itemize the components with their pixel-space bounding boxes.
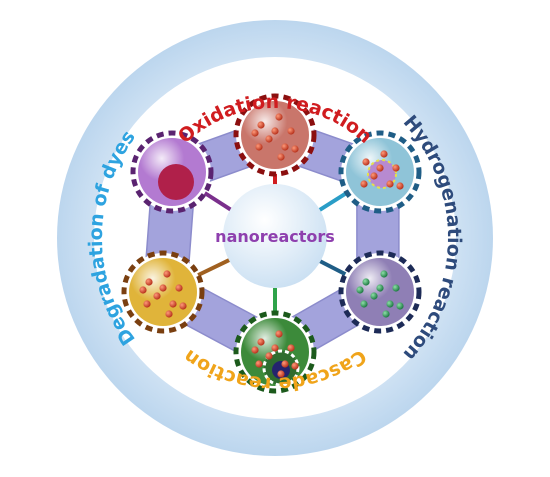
catalyst-bead: [255, 143, 263, 151]
catalyst-bead: [265, 352, 273, 360]
catalyst-bead: [281, 360, 289, 368]
catalyst-bead: [281, 143, 289, 151]
catalyst-bead: [251, 129, 259, 137]
catalyst-bead: [163, 270, 171, 278]
catalyst-bead: [143, 300, 151, 308]
catalyst-bead: [271, 127, 279, 135]
catalyst-bead: [376, 164, 384, 172]
nanoreactor-top: [233, 93, 317, 177]
nanoreactor-group: [121, 93, 422, 394]
catalyst-bead: [251, 346, 259, 354]
catalyst-bead: [380, 150, 388, 158]
center-label: nanoreactors: [215, 227, 335, 246]
catalyst-bead: [360, 180, 368, 188]
connector-lower-left: [196, 257, 231, 278]
catalyst-bead: [257, 121, 265, 129]
catalyst-bead: [356, 286, 364, 294]
connector-lower-right: [318, 259, 348, 277]
nanoreactor-lower-left: [121, 250, 205, 334]
reactor-shine-top: [241, 101, 309, 169]
nanoreactor-bottom: [233, 310, 317, 394]
catalyst-bead: [265, 135, 273, 143]
catalyst-bead: [392, 284, 400, 292]
reactor-shine-lower-right: [346, 258, 414, 326]
catalyst-bead: [376, 284, 384, 292]
catalyst-bead: [159, 284, 167, 292]
catalyst-bead: [139, 286, 147, 294]
catalyst-bead: [380, 270, 388, 278]
catalyst-bead: [396, 182, 404, 190]
catalyst-bead: [291, 145, 299, 153]
nanoreactor-upper-right: [338, 130, 422, 214]
catalyst-bead: [275, 330, 283, 338]
catalyst-bead: [271, 344, 279, 352]
catalyst-bead: [165, 310, 173, 318]
catalyst-bead: [370, 172, 378, 180]
catalyst-bead: [370, 292, 378, 300]
catalyst-bead: [287, 127, 295, 135]
catalyst-bead: [291, 362, 299, 370]
catalyst-bead: [386, 300, 394, 308]
nanoreactor-lower-right: [338, 250, 422, 334]
reactor-shine-lower-left: [129, 258, 197, 326]
catalyst-bead: [179, 302, 187, 310]
connector-upper-right: [316, 190, 349, 214]
catalyst-bead: [145, 278, 153, 286]
catalyst-bead: [287, 344, 295, 352]
catalyst-bead: [175, 284, 183, 292]
catalyst-bead: [396, 302, 404, 310]
catalyst-bead: [386, 180, 394, 188]
catalyst-bead: [255, 360, 263, 368]
catalyst-bead: [382, 310, 390, 318]
catalyst-bead: [277, 370, 285, 378]
connector-upper-left: [202, 190, 234, 213]
connector-group: [196, 173, 349, 314]
catalyst-bead: [257, 338, 265, 346]
catalyst-bead: [362, 158, 370, 166]
catalyst-bead: [275, 113, 283, 121]
catalyst-bead: [169, 300, 177, 308]
catalyst-bead: [362, 278, 370, 286]
nanoreactor-upper-left: [130, 130, 214, 214]
center-sphere: [223, 184, 327, 288]
catalyst-bead: [153, 292, 161, 300]
catalyst-bead: [277, 153, 285, 161]
catalyst-bead: [392, 164, 400, 172]
catalyst-bead: [360, 300, 368, 308]
reactor-inner-core: [158, 164, 194, 200]
